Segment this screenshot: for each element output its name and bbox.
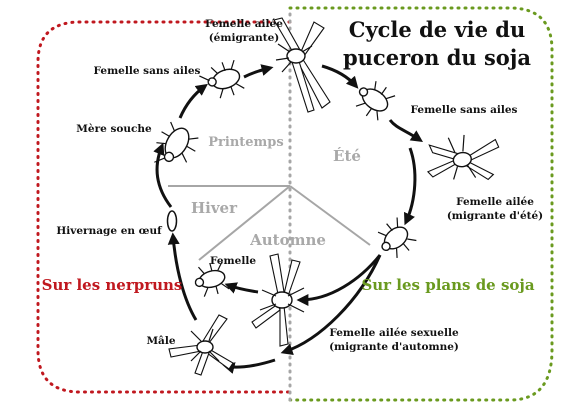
stage-label-female: Femelle [210, 255, 256, 267]
stage-label-wingless-female-spring: Femelle sans ailes [94, 65, 201, 77]
stage-label-wingless-female-summer: Femelle sans ailes [411, 104, 518, 116]
stage-label-winged-summer-migrant: Femelle ailée [456, 196, 534, 208]
stage-label-stem-mother: Mère souche [76, 123, 152, 135]
season-label-winter: Hiver [191, 199, 238, 217]
cycle-arrow-icon [153, 64, 423, 374]
aphid-icon [199, 59, 245, 99]
stage-label-male: Mâle [146, 335, 175, 347]
winged-aphid-icon [251, 253, 305, 347]
egg-icon [166, 210, 178, 232]
stage-label-sexual-fall-migrant: (migrante d'automne) [329, 341, 459, 353]
title-line-1: Cycle de vie du [349, 17, 526, 42]
buckthorn-region-border [36, 20, 292, 394]
stage-label-winged-emigrant: (émigrante) [209, 32, 280, 44]
stage-label-sexual-fall-migrant: Femelle ailée sexuelle [329, 327, 459, 339]
stage-label-winged-emigrant: Femelle ailée [205, 18, 283, 30]
host-label-soybean: Sur les plans de soja [361, 276, 534, 294]
stage-label-overwintering-egg: Hivernage en œuf [56, 225, 163, 237]
winged-aphid-icon [426, 134, 500, 181]
aphid-icon [154, 121, 199, 163]
winged-aphid-icon [273, 17, 331, 113]
aphid-icon [355, 81, 396, 121]
title-line-2: puceron du soja [343, 45, 531, 70]
soybean-region-border [288, 6, 554, 402]
season-divider-winter-autumn [198, 185, 291, 261]
season-divider-autumn-summer [289, 185, 371, 246]
aphid-icon [377, 217, 417, 259]
season-label-spring: Printemps [208, 135, 283, 150]
season-label-summer: Été [333, 147, 361, 165]
host-label-buckthorn: Sur les nerpruns [42, 276, 183, 294]
aphid-icon [194, 261, 230, 297]
winged-aphid-icon [168, 314, 234, 376]
season-label-autumn: Automne [249, 231, 326, 249]
stage-label-winged-summer-migrant: (migrante d'été) [447, 210, 543, 222]
